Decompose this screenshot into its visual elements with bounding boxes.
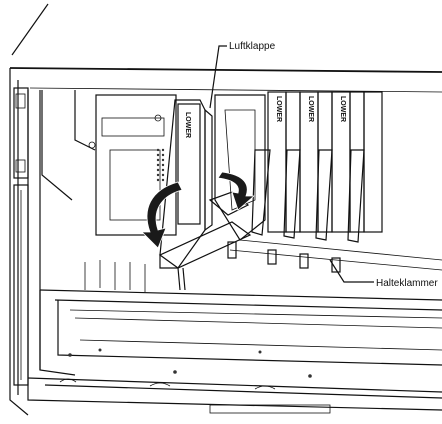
retention-clip <box>227 241 341 273</box>
slot-label-lower-2: LOWER <box>307 96 314 122</box>
top-leader-line <box>11 3 49 56</box>
rear-compartment <box>41 90 177 236</box>
slot-label-lower-1: LOWER <box>275 96 282 122</box>
baffle-label-lower: LOWER <box>184 112 191 138</box>
memory-card-slots <box>214 91 442 271</box>
retention-clip-callout: Halteklammer <box>376 278 438 289</box>
rotate-arrow-left-icon <box>141 181 183 249</box>
base-tray <box>27 260 442 414</box>
air-baffle <box>158 99 252 291</box>
chassis-frame <box>9 67 442 416</box>
connector-pins <box>156 148 165 182</box>
air-baffle-callout: Luftklappe <box>229 41 276 52</box>
rotation-arrows <box>141 171 256 249</box>
slot-label-lower-3: LOWER <box>339 96 346 122</box>
rotate-arrow-right-icon <box>217 171 256 211</box>
air-baffle-leader-line <box>209 45 227 109</box>
retention-clip-leader-line <box>329 259 374 283</box>
